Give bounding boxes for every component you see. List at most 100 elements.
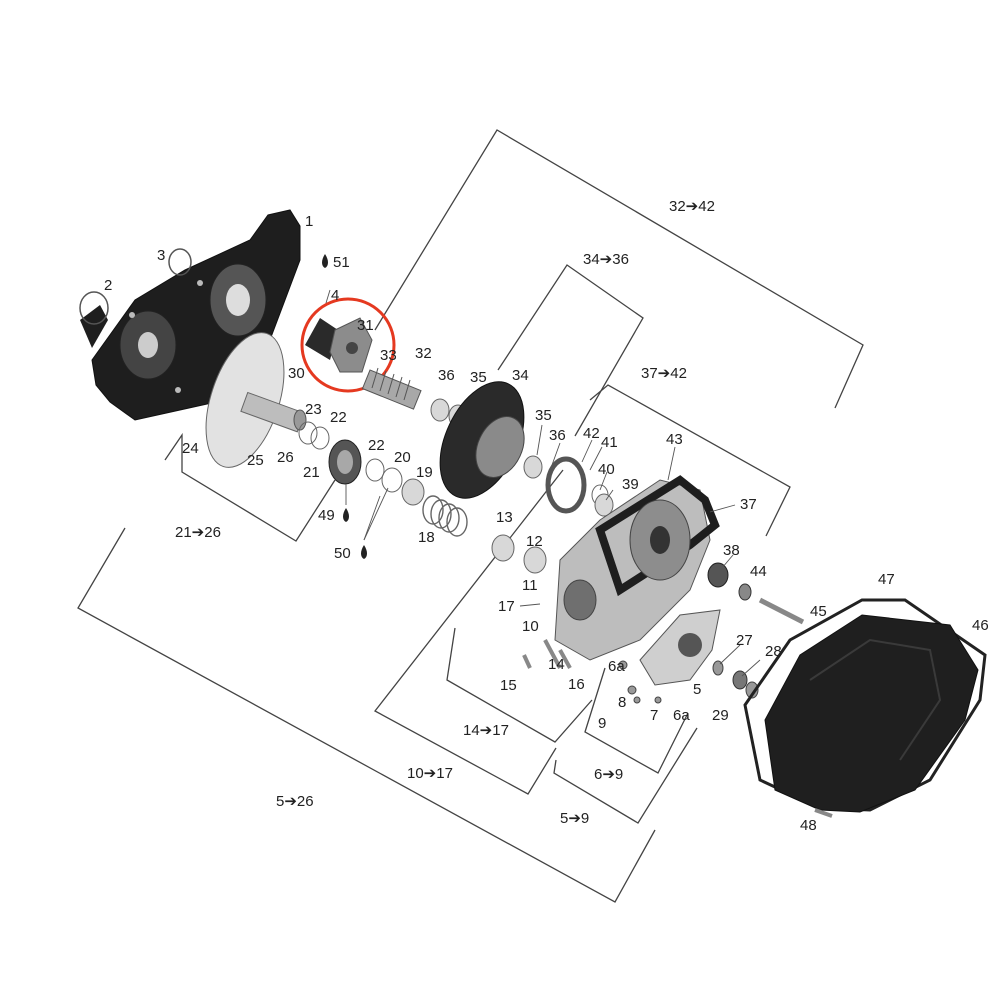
label-45: 45 [810, 603, 827, 620]
label-6a-2: 6a [673, 707, 690, 724]
washer-29 [745, 681, 759, 699]
group-32-42: 32➔42 [669, 198, 715, 215]
bracket-32-42 [374, 129, 864, 409]
bolt-15 [522, 654, 532, 669]
label-10: 10 [522, 618, 539, 635]
label-15: 15 [500, 677, 517, 694]
bracket-37-42 [589, 384, 791, 537]
oil-drop-icon [322, 254, 328, 268]
bushing-36 [430, 398, 450, 422]
driven-pulley-assembly [554, 475, 720, 661]
label-7: 7 [650, 707, 658, 724]
threaded-shaft [361, 367, 422, 410]
label-42: 42 [583, 425, 600, 442]
movable-sheave [439, 381, 525, 499]
label-6a-1: 6a [608, 658, 625, 675]
bearing-38 [707, 562, 729, 588]
group-37-42: 37➔42 [641, 365, 687, 382]
label-4: 4 [331, 287, 339, 304]
label-8: 8 [618, 694, 626, 711]
label-5: 5 [693, 681, 701, 698]
label-32: 32 [415, 345, 432, 362]
label-43: 43 [666, 431, 683, 448]
label-31: 31 [357, 317, 374, 334]
group-5-9: 5➔9 [560, 810, 589, 827]
washer-8 [627, 685, 637, 695]
bushing-13 [491, 534, 515, 562]
spider-assembly [305, 317, 373, 373]
grease-drop-icon [343, 508, 349, 522]
fixed-sheave [205, 332, 307, 468]
bushing-12 [523, 546, 547, 574]
bracket-6-9 [584, 667, 689, 774]
group-6-9: 6➔9 [594, 766, 623, 783]
bushing-35b [523, 455, 543, 479]
label-33: 33 [380, 347, 397, 364]
leader-50 [363, 495, 381, 541]
part-labels: 1 2 3 4 51 31 30 33 32 36 35 34 23 22 24… [104, 213, 989, 834]
bracket-21-26 [164, 432, 336, 542]
washer-22 [310, 426, 330, 450]
one-way-clutch [328, 439, 362, 485]
label-40: 40 [598, 461, 615, 478]
label-26: 26 [277, 449, 294, 466]
label-11: 11 [522, 577, 538, 594]
washer-44 [738, 583, 752, 601]
washer-22b [365, 458, 385, 482]
washer-28 [732, 670, 748, 690]
bushing-39 [594, 493, 614, 517]
label-13: 13 [496, 509, 513, 526]
group-34-36: 34➔36 [583, 251, 629, 268]
label-47: 47 [878, 571, 895, 588]
leader-lines [325, 289, 761, 677]
label-20: 20 [394, 449, 411, 466]
grease-drop-icon-2 [361, 545, 367, 559]
label-27: 27 [736, 632, 753, 649]
bolt-14 [543, 639, 562, 669]
label-14: 14 [548, 656, 565, 673]
highlight-circle [300, 297, 396, 393]
o-ring-3 [168, 248, 192, 276]
retainer-plate [639, 609, 721, 686]
bushing-19 [401, 478, 425, 506]
label-25: 25 [247, 452, 264, 469]
o-ring-2 [79, 291, 109, 325]
pin-16 [558, 649, 572, 669]
bracket-14-17 [446, 627, 593, 743]
label-49: 49 [318, 507, 335, 524]
label-12: 12 [526, 533, 543, 550]
label-22b: 22 [368, 437, 385, 454]
bracket-34-36 [497, 264, 644, 437]
label-46: 46 [972, 617, 989, 634]
label-51: 51 [333, 254, 350, 271]
washer-7 [654, 696, 662, 704]
label-44: 44 [750, 563, 767, 580]
label-50: 50 [334, 545, 351, 562]
label-23: 23 [305, 401, 322, 418]
label-28: 28 [765, 643, 782, 660]
label-17: 17 [498, 598, 515, 615]
screw-48 [814, 808, 833, 818]
group-14-17: 14➔17 [463, 722, 509, 739]
spring-18 [422, 495, 468, 537]
label-2: 2 [104, 277, 112, 294]
label-48: 48 [800, 817, 817, 834]
o-ring-20 [381, 467, 403, 493]
label-36a: 36 [438, 367, 455, 384]
bolt-6a [618, 660, 628, 670]
label-18: 18 [418, 529, 435, 546]
label-3: 3 [157, 247, 165, 264]
washer-9 [633, 696, 641, 704]
bracket-5-26 [77, 527, 656, 903]
label-21: 21 [303, 464, 320, 481]
label-19: 19 [416, 464, 433, 481]
label-29: 29 [712, 707, 729, 724]
bracket-5-9 [553, 727, 698, 824]
group-brackets [77, 129, 864, 903]
bolt-45 [758, 597, 805, 625]
label-35b: 35 [535, 407, 552, 424]
label-34: 34 [512, 367, 529, 384]
label-41: 41 [601, 434, 618, 451]
